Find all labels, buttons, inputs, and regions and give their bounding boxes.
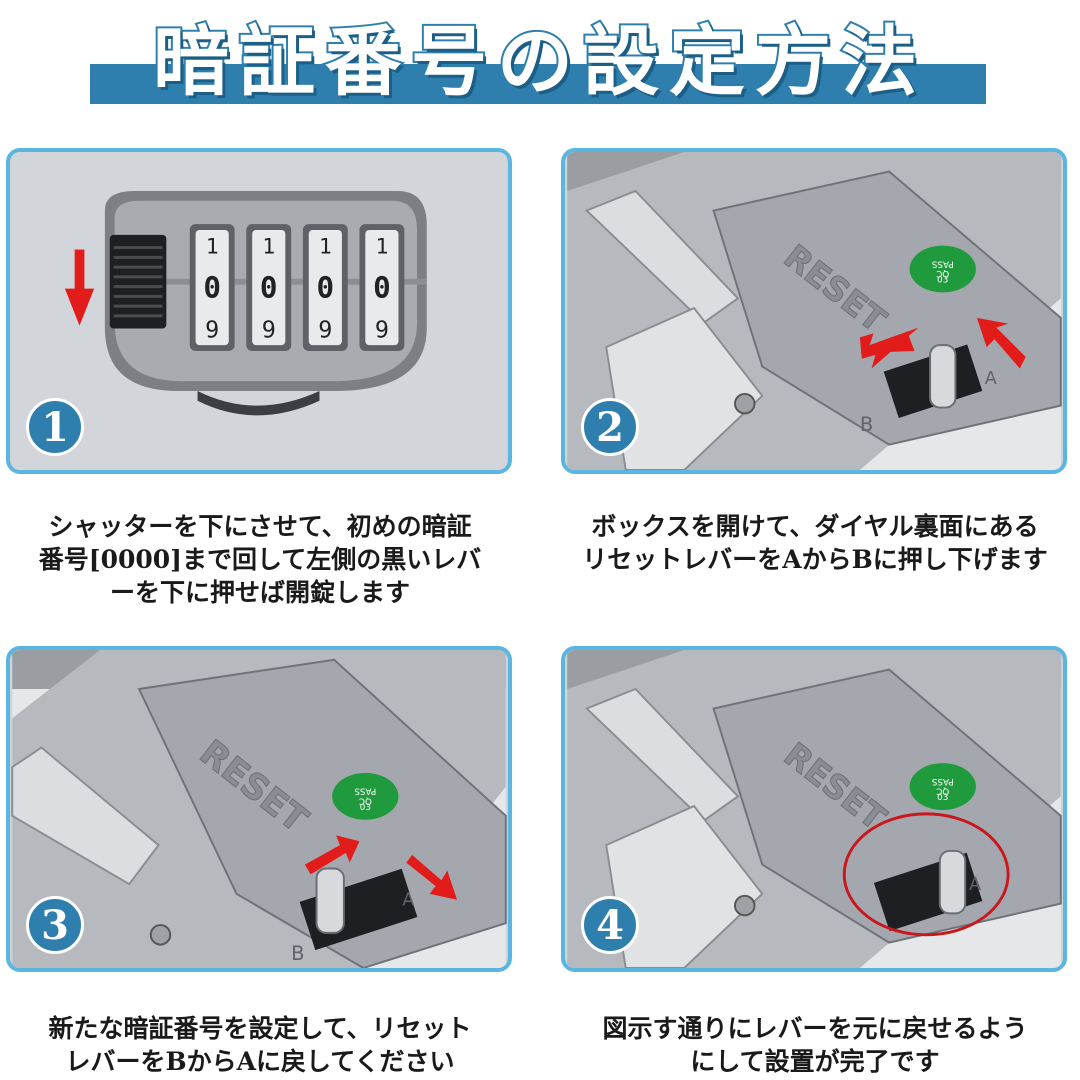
caption-line: シャッターを下にさせて、初めの暗証 — [48, 512, 472, 541]
svg-text:03: 03 — [360, 803, 371, 813]
step-1-image: 1 0 9 1 0 9 1 0 9 1 0 — [6, 148, 512, 474]
svg-text:QC: QC — [936, 786, 949, 796]
svg-text:1: 1 — [262, 234, 275, 259]
step-number-badge: 2 — [581, 398, 639, 456]
step-number-badge: 1 — [26, 398, 84, 456]
svg-text:PASS: PASS — [931, 258, 953, 268]
svg-text:03: 03 — [937, 276, 948, 286]
step-1-caption: シャッターを下にさせて、初めの暗証 番号[0000]まで回して左側の黒いレバ ー… — [0, 510, 520, 609]
svg-text:9: 9 — [205, 315, 219, 343]
svg-text:QC: QC — [936, 268, 949, 278]
red-arrow-icon — [859, 327, 919, 369]
caption-line: リセットレバーをAからBに押し下げます — [582, 545, 1048, 574]
step-3-caption: 新たな暗証番号を設定して、リセット レバーをBからAに戻してください — [0, 1012, 520, 1078]
svg-text:B: B — [860, 413, 873, 436]
down-arrow-icon — [64, 249, 95, 326]
svg-text:PASS: PASS — [354, 786, 376, 796]
svg-text:0: 0 — [317, 270, 335, 304]
svg-text:0: 0 — [260, 270, 278, 304]
red-arrow-icon — [304, 835, 360, 875]
svg-text:9: 9 — [318, 315, 332, 343]
svg-text:A: A — [969, 875, 981, 895]
caption-line: 図示す通りにレバーを元に戻せるよう — [602, 1014, 1028, 1043]
caption-line: にして設置が完了です — [690, 1047, 940, 1076]
svg-text:QC: QC — [359, 795, 372, 805]
dial-wheels: 1 0 9 1 0 9 1 0 9 1 0 — [189, 224, 405, 351]
step-2-image: RESET QC PASS 03 A B 2 — [561, 148, 1067, 474]
qc-pass-badge: QC PASS 03 — [332, 772, 399, 820]
combination-lock-illustration: 1 0 9 1 0 9 1 0 9 1 0 — [12, 152, 506, 470]
qc-pass-badge: QC PASS 03 — [909, 245, 976, 293]
svg-text:1: 1 — [319, 234, 332, 259]
red-arrow-icon — [406, 854, 458, 900]
svg-text:1: 1 — [206, 234, 219, 259]
caption-line: 番号[0000]まで回して左側の黒いレバ — [38, 545, 482, 574]
step-3-image: RESET QC PASS 03 A B 3 — [6, 646, 512, 972]
svg-text:A: A — [985, 369, 997, 389]
caption-line: ーを下に押せば開錠します — [109, 578, 410, 607]
red-arrow-icon — [976, 317, 1026, 369]
svg-text:PASS: PASS — [931, 776, 953, 786]
page-title: 暗証番号の設定方法 — [151, 15, 927, 108]
svg-text:0: 0 — [203, 270, 221, 304]
step-2-caption: ボックスを開けて、ダイヤル裏面にある リセットレバーをAからBに押し下げます — [555, 510, 1075, 576]
title-band — [90, 64, 986, 104]
reset-lever-illustration: RESET QC PASS 03 A — [567, 650, 1062, 968]
step-4-image: RESET QC PASS 03 A 4 — [561, 646, 1067, 972]
svg-text:9: 9 — [375, 315, 389, 343]
highlight-circle-icon — [842, 812, 1010, 937]
caption-line: レバーをBからAに戻してください — [65, 1047, 455, 1076]
step-number-badge: 3 — [26, 896, 84, 954]
reset-lever-illustration: RESET QC PASS 03 A B — [567, 152, 1062, 470]
step-4-caption: 図示す通りにレバーを元に戻せるよう にして設置が完了です — [555, 1012, 1075, 1078]
svg-text:0: 0 — [373, 270, 391, 304]
svg-text:9: 9 — [262, 315, 276, 343]
svg-text:1: 1 — [375, 234, 388, 259]
reset-lever-illustration: RESET QC PASS 03 A B — [11, 650, 507, 968]
svg-text:B: B — [291, 942, 304, 965]
qc-pass-badge: QC PASS 03 — [909, 763, 976, 810]
caption-line: ボックスを開けて、ダイヤル裏面にある — [591, 512, 1039, 541]
svg-text:03: 03 — [937, 793, 948, 803]
caption-line: 新たな暗証番号を設定して、リセット — [48, 1014, 472, 1043]
svg-text:A: A — [402, 891, 414, 911]
step-number-badge: 4 — [581, 896, 639, 954]
